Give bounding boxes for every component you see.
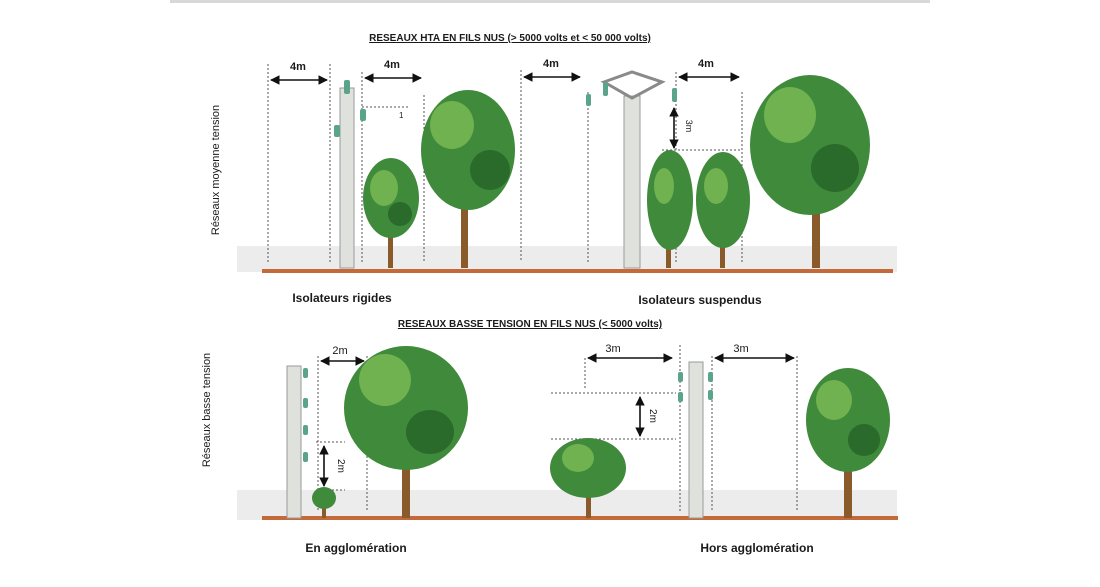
bottom-dimension-arrows — [319, 353, 795, 487]
dim-right-1-label: 3m — [605, 343, 620, 355]
insulator — [678, 392, 683, 402]
bottom-side-label: Réseaux basse tension — [201, 353, 213, 467]
tree-large-bottom-left — [344, 346, 468, 518]
insulator — [586, 94, 591, 106]
dim-right-2-label: 3m — [733, 343, 748, 355]
caption-suspended-insulators: Isolateurs suspendus — [638, 293, 762, 307]
tree-large-bottom-right — [806, 368, 890, 518]
insulator — [603, 82, 608, 96]
top-dimension-arrows — [270, 72, 740, 149]
bottom-title: RESEAUX BASSE TENSION EN FILS NUS (< 500… — [398, 319, 662, 330]
insulator — [303, 425, 308, 435]
pole-low-voltage-right — [678, 361, 713, 519]
dim-left-v-label: 2m — [335, 459, 346, 473]
tree-small-rounded — [363, 158, 419, 268]
dim-left-1-label: 4m — [290, 61, 306, 73]
tree-bush-bottom — [550, 438, 626, 518]
dim-vertical-label: 3m — [684, 120, 694, 133]
dim-left-h-label: 2m — [332, 345, 347, 357]
insulator — [708, 372, 713, 382]
dim-right-v-label: 2m — [647, 409, 658, 423]
insulator — [360, 109, 366, 121]
tree-slim-1 — [647, 150, 693, 268]
insulator — [678, 372, 683, 382]
insulator — [303, 398, 308, 408]
top-side-label: Réseaux moyenne tension — [210, 105, 222, 235]
tree-large-right — [750, 75, 870, 268]
pole-low-voltage-left — [286, 365, 308, 519]
scan-edge — [170, 0, 930, 3]
caption-agglomeration: En agglomération — [305, 541, 406, 555]
caption-hors-agglomeration: Hors agglomération — [700, 541, 813, 555]
top-ground-band — [237, 246, 897, 272]
bottom-ground-band — [237, 490, 897, 520]
insulator — [344, 80, 350, 94]
insulator — [708, 390, 713, 400]
tree-large-left — [421, 90, 515, 268]
insulator — [334, 125, 340, 137]
caption-rigid-insulators: Isolateurs rigides — [292, 291, 392, 305]
bottom-panel: RESEAUX BASSE TENSION EN FILS NUS (< 500… — [201, 319, 898, 555]
dim-right-1-label: 4m — [543, 58, 559, 70]
insulator — [303, 452, 308, 462]
dim-right-2-label: 4m — [698, 58, 714, 70]
dim-left-2-label: 4m — [384, 59, 400, 71]
insulator — [303, 368, 308, 378]
bottom-guides — [316, 345, 798, 512]
tree-shrub-small — [312, 487, 336, 518]
insulator — [672, 88, 677, 102]
tree-slim-2 — [696, 152, 750, 268]
pole-suspended-insulators — [586, 70, 677, 269]
top-title: RESEAUX HTA EN FILS NUS (> 5000 volts et… — [369, 33, 651, 44]
top-panel: RESEAUX HTA EN FILS NUS (> 5000 volts et… — [210, 33, 897, 307]
pole-rigid-insulators — [334, 80, 366, 269]
dim-small-label: 1 — [399, 111, 404, 120]
